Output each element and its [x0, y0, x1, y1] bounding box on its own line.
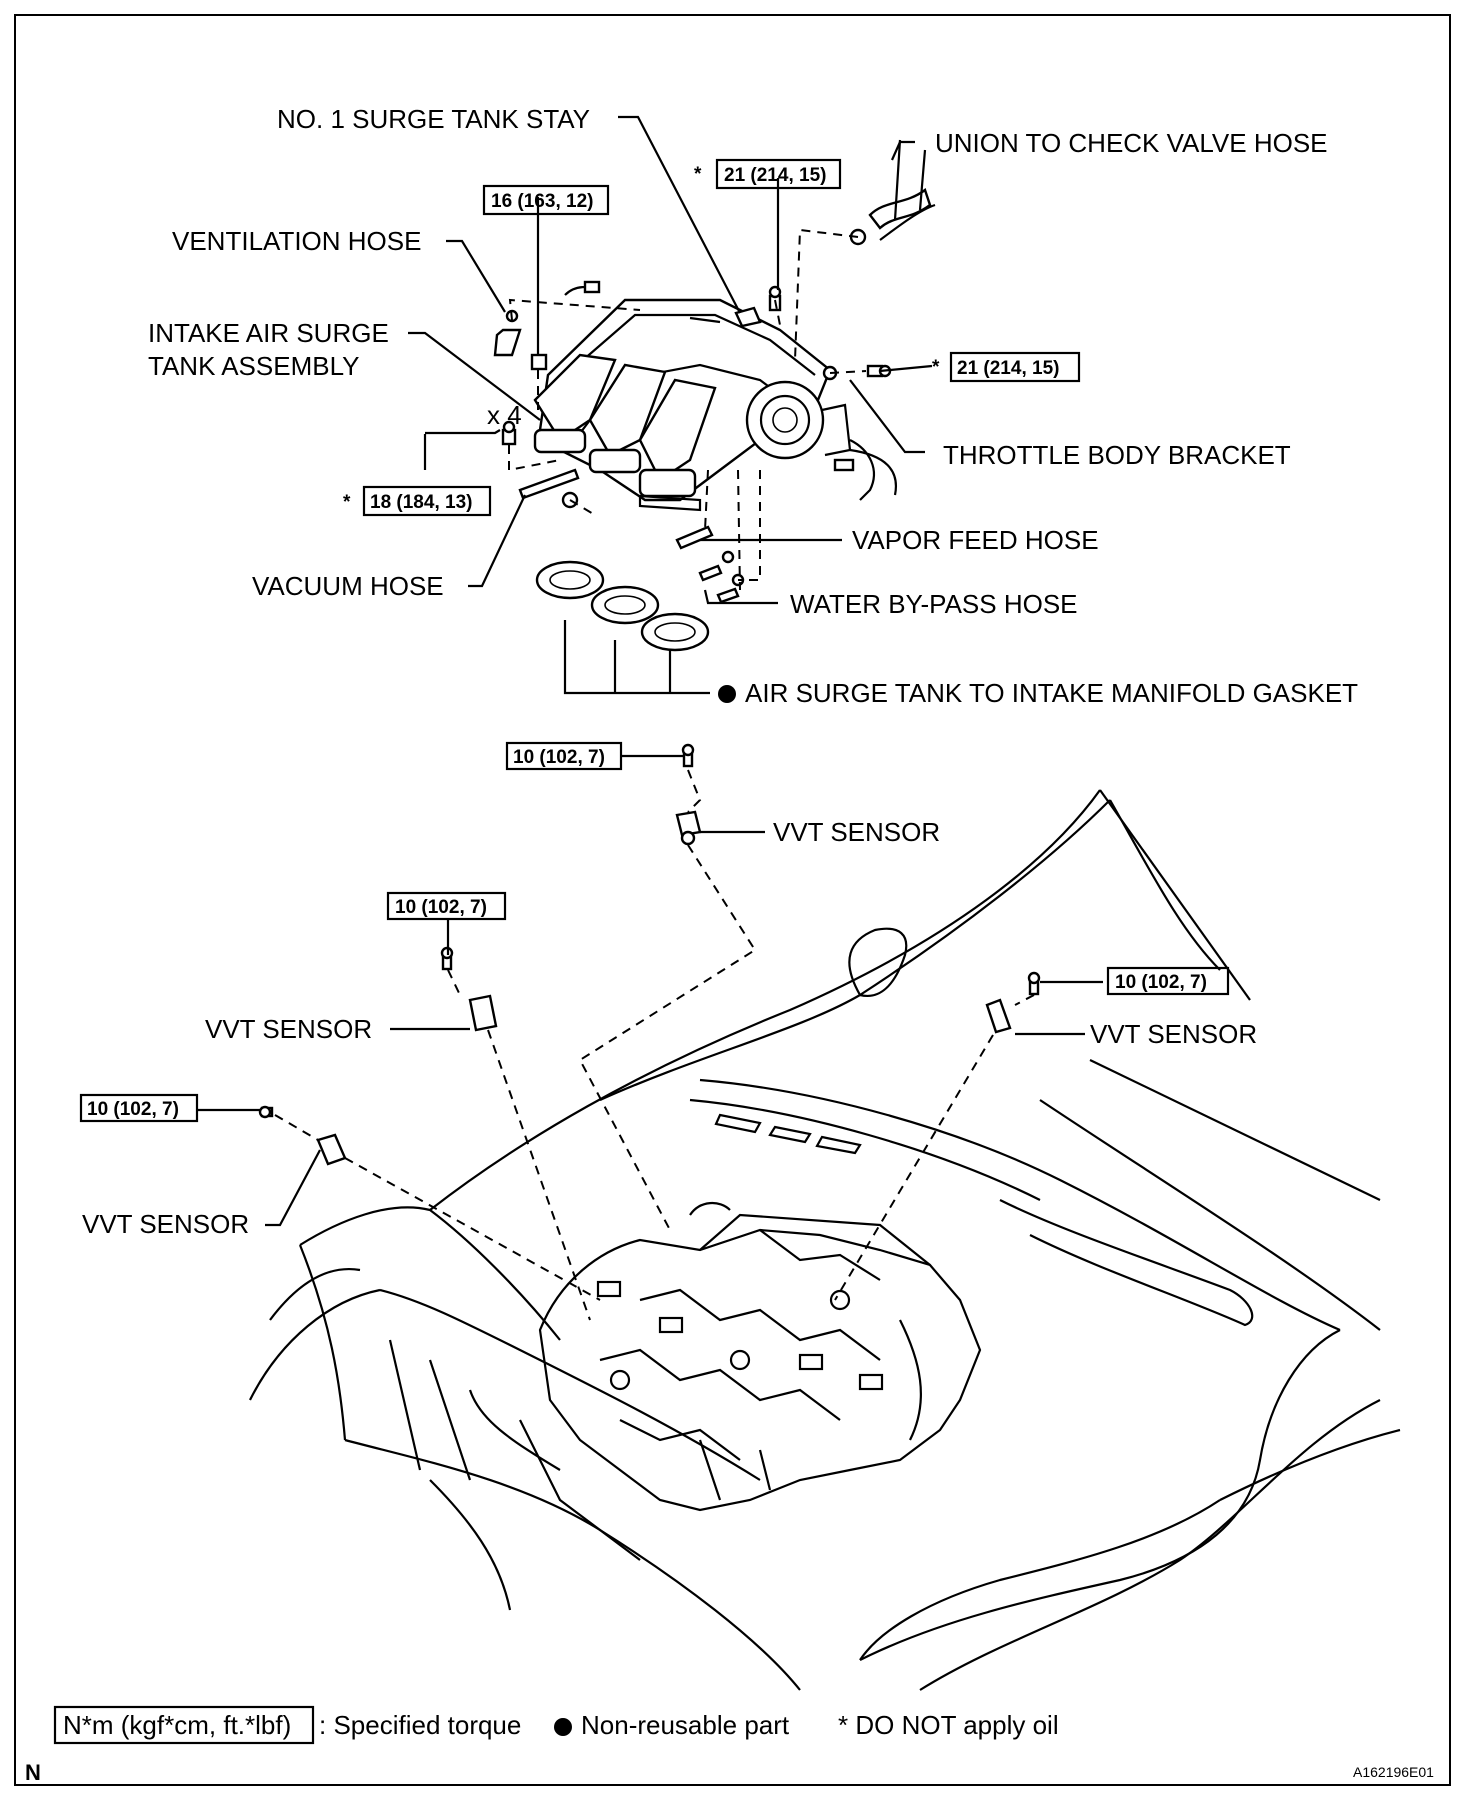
vvt-top-label: VVT SENSOR [773, 817, 940, 847]
bracket-bolt-star: * [932, 357, 940, 378]
legend-unit-box [53, 1705, 315, 1745]
stay-bolt-star: * [694, 164, 702, 185]
tank-nut-torque: 16 (163, 12) [491, 191, 593, 212]
figure-frame [14, 14, 1451, 1786]
vvt-left-mid-label: VVT SENSOR [205, 1014, 372, 1044]
nonreusable-dot [718, 685, 736, 703]
legend-nonreusable: Non-reusable part [581, 1710, 790, 1740]
throttle-bracket-label: THROTTLE BODY BRACKET [943, 440, 1291, 470]
vvt-right-label: VVT SENSOR [1090, 1019, 1257, 1049]
vapor-hose-label: VAPOR FEED HOSE [852, 525, 1099, 555]
stay-bolt-torque: 21 (214, 15) [724, 165, 826, 186]
surge-tank-label-line2: TANK ASSEMBLY [148, 351, 359, 381]
union-hose-label: UNION TO CHECK VALVE HOSE [935, 128, 1328, 158]
surge-tank-stay-label: NO. 1 SURGE TANK STAY [277, 104, 590, 134]
vvt-left-mid-torque: 10 (102, 7) [395, 897, 487, 918]
legend-oil: * DO NOT apply oil [838, 1710, 1059, 1740]
upper-guide-lines [508, 228, 867, 591]
leader-lines [198, 115, 1103, 1227]
vacuum-hose-label: VACUUM HOSE [252, 571, 444, 601]
tank-bolt-torque: 18 (184, 13) [370, 492, 472, 513]
surge-tank-assembly-drawing [493, 139, 936, 652]
water-hose-label: WATER BY-PASS HOSE [790, 589, 1078, 619]
vvt-right-torque: 10 (102, 7) [1115, 972, 1207, 993]
vvt-top-torque: 10 (102, 7) [513, 747, 605, 768]
torque-spec-boxes [79, 158, 1230, 1123]
surge-tank-label-line1: INTAKE AIR SURGE [148, 318, 389, 348]
ventilation-hose-label: VENTILATION HOSE [172, 226, 421, 256]
figure-id: A162196E01 [1353, 1764, 1434, 1780]
legend: N*m (kgf*cm, ft.*lbf) : Specified torque… [53, 1705, 1059, 1745]
x4-label: x 4 [487, 400, 522, 430]
legend-torque: : Specified torque [319, 1710, 521, 1740]
vvt-sensors [258, 743, 1041, 1321]
north-mark: N [25, 1760, 41, 1785]
vvt-left-low-torque: 10 (102, 7) [87, 1099, 179, 1120]
legend-dot [554, 1718, 572, 1736]
vvt-left-low-label: VVT SENSOR [82, 1209, 249, 1239]
legend-unit: N*m (kgf*cm, ft.*lbf) [63, 1710, 291, 1740]
tank-bolt-star: * [343, 492, 351, 513]
bracket-bolt-torque: 21 (214, 15) [957, 358, 1059, 379]
gasket-label: AIR SURGE TANK TO INTAKE MANIFOLD GASKET [745, 678, 1358, 708]
vehicle-drawing [249, 789, 1401, 1691]
